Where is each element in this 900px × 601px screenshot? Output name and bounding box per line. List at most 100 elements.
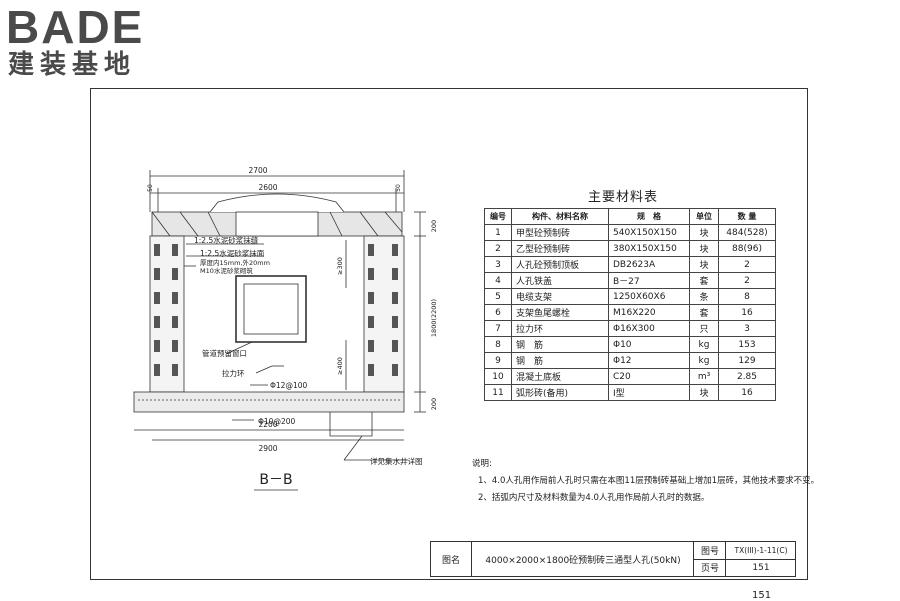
dim-inner-upper: ≥300 xyxy=(336,257,344,275)
dim-inner-lower: ≥400 xyxy=(336,357,344,375)
section-label: B－B xyxy=(259,472,292,488)
dim-right-top: 200 xyxy=(430,220,438,232)
label-thickness: 厚度内15mm,外20mm xyxy=(200,258,270,267)
base-slab xyxy=(133,391,405,413)
cell-qty: 2 xyxy=(718,272,776,289)
cell-name: 人孔砼预制顶板 xyxy=(511,256,609,273)
drawing-name: 4000×2000×1800砼预制砖三通型人孔(50kN) xyxy=(471,542,694,576)
col-header: 编号 xyxy=(484,208,512,225)
cell-spec: I型 xyxy=(608,384,690,401)
label-pipe-window: 管道预留窗口 xyxy=(202,348,247,358)
cell-name: 乙型砼预制砖 xyxy=(511,240,609,257)
cell-qty: 2.85 xyxy=(718,368,776,385)
dim-bottom-inner: 2200 xyxy=(258,420,277,429)
label-rebar-top: Φ12@100 xyxy=(270,381,307,390)
cell-no: 8 xyxy=(484,336,512,353)
footer-page-number: 151 xyxy=(752,590,772,601)
cell-no: 11 xyxy=(484,384,512,401)
cell-no: 2 xyxy=(484,240,512,257)
pipe-window xyxy=(235,275,307,343)
label-pull-ring: 拉力环 xyxy=(222,368,245,378)
cell-qty: 484(528) xyxy=(718,224,776,241)
cell-spec: M16X220 xyxy=(608,304,690,321)
cell-no: 10 xyxy=(484,368,512,385)
dim-top-inner: 2600 xyxy=(258,183,277,192)
notes: 说明: 1、4.0人孔用作局前人孔时只需在本图11层预制砖基础上增加1层砖，其他… xyxy=(472,456,819,507)
cell-spec: Φ16X300 xyxy=(608,320,690,337)
cell-unit: 块 xyxy=(689,256,719,273)
cell-unit: 块 xyxy=(689,240,719,257)
cell-no: 5 xyxy=(484,288,512,305)
col-header: 单位 xyxy=(689,208,719,225)
cell-spec: 540X150X150 xyxy=(608,224,690,241)
cell-unit: m³ xyxy=(689,368,719,385)
cell-no: 9 xyxy=(484,352,512,369)
col-header: 规 格 xyxy=(608,208,690,225)
cell-name: 钢 筋 xyxy=(511,352,609,369)
drawing-no-label: 图号 xyxy=(693,542,726,560)
cell-name: 甲型砼预制砖 xyxy=(511,224,609,241)
dim-right-edge: 50 xyxy=(395,184,402,192)
cell-unit: 块 xyxy=(689,224,719,241)
cell-unit: 套 xyxy=(689,272,719,289)
cell-no: 7 xyxy=(484,320,512,337)
cell-unit: 只 xyxy=(689,320,719,337)
cell-name: 人孔铁盖 xyxy=(511,272,609,289)
dim-bottom-overall: 2900 xyxy=(258,444,277,453)
page-no-label: 页号 xyxy=(693,559,726,576)
note-item: 1、4.0人孔用作局前人孔时只需在本图11层预制砖基础上增加1层砖，其他技术要求… xyxy=(478,476,820,486)
cell-no: 6 xyxy=(484,304,512,321)
cell-name: 钢 筋 xyxy=(511,336,609,353)
col-header: 构件、材料名称 xyxy=(511,208,609,225)
cell-unit: 套 xyxy=(689,304,719,321)
cell-qty: 2 xyxy=(718,256,776,273)
col-header: 数 量 xyxy=(718,208,776,225)
title-block: 图名 4000×2000×1800砼预制砖三通型人孔(50kN) 图号 TX(I… xyxy=(430,541,796,577)
cell-qty: 8 xyxy=(718,288,776,305)
cell-name: 支架鱼尾螺栓 xyxy=(511,304,609,321)
logo: BADE 建装基地 xyxy=(6,4,144,80)
cell-qty: 129 xyxy=(718,352,776,369)
cell-name: 拉力环 xyxy=(511,320,609,337)
logo-brand: BADE xyxy=(6,1,145,53)
label-mortar-cover: 1:2.5水泥砂浆抹面 xyxy=(200,248,265,258)
cell-name: 弧形砖(备用) xyxy=(511,384,609,401)
cell-unit: kg xyxy=(689,336,719,353)
materials-header-row: 编号 构件、材料名称 规 格 单位 数 量 xyxy=(484,208,776,225)
drawing-name-label: 图名 xyxy=(441,555,460,566)
cell-spec: Φ12 xyxy=(608,352,690,369)
label-sump: 详见集水井详图 xyxy=(370,456,423,466)
page-no: 151 xyxy=(725,559,796,576)
cell-spec: 1250X60X6 xyxy=(608,288,690,305)
cell-no: 4 xyxy=(484,272,512,289)
manhole-neck xyxy=(209,193,345,213)
cell-spec: 380X150X150 xyxy=(608,240,690,257)
label-mortar-plaster: 1:2.5水泥砂浆抹缝 xyxy=(194,235,259,245)
dim-right-mid: 1800(2200) xyxy=(430,299,438,337)
cell-qty: 153 xyxy=(718,336,776,353)
logo-subtitle: 建装基地 xyxy=(8,50,137,80)
cell-spec: B－27 xyxy=(608,272,690,289)
dim-right-bottom: 200 xyxy=(430,398,438,410)
cell-unit: 条 xyxy=(689,288,719,305)
cell-unit: 块 xyxy=(689,384,719,401)
dim-top-overall: 2700 xyxy=(248,166,267,175)
label-rebar-bottom: Φ10@200 xyxy=(258,417,295,426)
label-m10: M10水泥砂浆砌筑 xyxy=(200,266,253,275)
dim-left-edge: 50 xyxy=(147,184,154,192)
cell-spec: DB2623A xyxy=(608,256,690,273)
cell-no: 1 xyxy=(484,224,512,241)
note-item: 2、括弧内尺寸及材料数量为4.0人孔用作局前人孔时的数据。 xyxy=(478,493,710,503)
cell-name: 混凝土底板 xyxy=(511,368,609,385)
materials-title: 主要材料表 xyxy=(588,190,659,205)
